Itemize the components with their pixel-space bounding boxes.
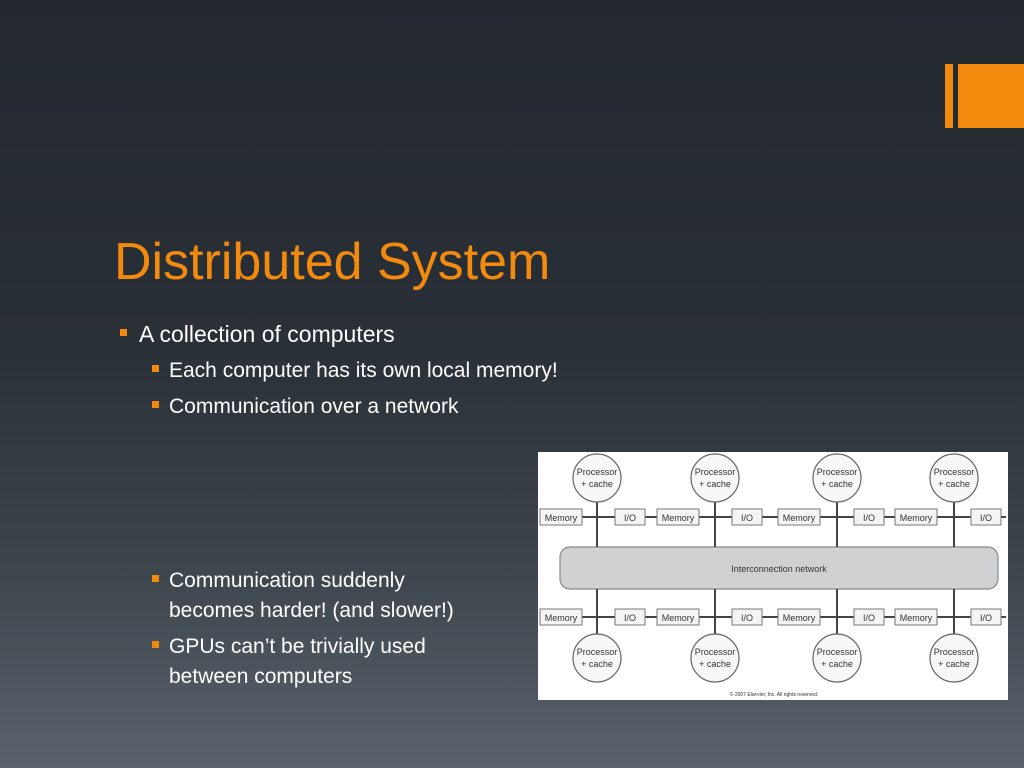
io-label: I/O (863, 613, 875, 623)
bullet-text-line1: Communication suddenly (169, 569, 405, 592)
memory-box (656, 508, 700, 526)
io-box (614, 608, 646, 626)
interconnection-network-label: Interconnection network (731, 564, 827, 574)
bullet-level2: Communication over a network (149, 392, 558, 422)
copyright-note: © 2007 Elsevier, Inc. All rights reserve… (730, 691, 818, 698)
interconnection-network-box (559, 546, 999, 590)
processor-label: + cache (938, 479, 970, 489)
bullet-level2: Each computer has its own local memory! (149, 356, 558, 386)
io-box (731, 608, 763, 626)
processor-node (929, 633, 979, 683)
memory-label: Memory (662, 513, 695, 523)
memory-box (656, 608, 700, 626)
processor-node (572, 633, 622, 683)
io-label: I/O (624, 513, 636, 523)
bullet-text: A collection of computers (139, 321, 395, 347)
io-box (614, 508, 646, 526)
processor-label: Processor (817, 647, 858, 657)
processor-label: Processor (577, 467, 618, 477)
processor-label: Processor (695, 647, 736, 657)
bullet-marker (152, 401, 159, 408)
memory-box (777, 608, 821, 626)
memory-box (894, 508, 938, 526)
io-label: I/O (741, 513, 753, 523)
bullet-marker (152, 641, 159, 648)
io-box (853, 608, 885, 626)
processor-label: Processor (934, 647, 975, 657)
processor-node (572, 453, 622, 503)
processor-label: + cache (581, 479, 613, 489)
processor-label: + cache (699, 479, 731, 489)
io-box (731, 508, 763, 526)
io-label: I/O (980, 513, 992, 523)
processor-label: + cache (938, 659, 970, 669)
bullet-marker (120, 329, 127, 336)
io-box (853, 508, 885, 526)
accent-bar-thick (958, 64, 1024, 128)
io-box (970, 508, 1002, 526)
bullet-text-line1: GPUs can’t be trivially used (169, 635, 426, 658)
processor-label: + cache (821, 479, 853, 489)
memory-label: Memory (545, 613, 578, 623)
io-label: I/O (980, 613, 992, 623)
memory-label: Memory (783, 513, 816, 523)
processor-node (690, 633, 740, 683)
processor-label: Processor (817, 467, 858, 477)
bullet-text: Communication over a network (169, 395, 459, 418)
bullet-marker (152, 365, 159, 372)
bullet-level2: GPUs can’t be trivially used between com… (149, 632, 454, 692)
bullet-text-line2: between computers (169, 665, 353, 688)
memory-label: Memory (662, 613, 695, 623)
processor-label: + cache (699, 659, 731, 669)
bullet-level2: Communication suddenly becomes harder! (… (149, 566, 454, 626)
processor-node (929, 453, 979, 503)
accent-bar-thin (945, 64, 953, 128)
memory-label: Memory (783, 613, 816, 623)
processor-node (812, 453, 862, 503)
slide-title: Distributed System (114, 233, 551, 291)
memory-label: Memory (545, 513, 578, 523)
memory-box (539, 608, 583, 626)
processor-label: Processor (577, 647, 618, 657)
bullet-level1: A collection of computers (117, 320, 558, 348)
io-label: I/O (863, 513, 875, 523)
memory-box (539, 508, 583, 526)
memory-label: Memory (900, 613, 933, 623)
io-label: I/O (624, 613, 636, 623)
processor-label: + cache (821, 659, 853, 669)
processor-label: Processor (934, 467, 975, 477)
bullet-list-bottom: Communication suddenly becomes harder! (… (149, 566, 454, 692)
processor-node (690, 453, 740, 503)
memory-box (777, 508, 821, 526)
processor-label: + cache (581, 659, 613, 669)
bullet-text-line2: becomes harder! (and slower!) (169, 599, 454, 622)
processor-label: Processor (695, 467, 736, 477)
bullet-marker (152, 575, 159, 582)
io-label: I/O (741, 613, 753, 623)
processor-node (812, 633, 862, 683)
memory-box (894, 608, 938, 626)
io-box (970, 608, 1002, 626)
bullet-list-top: A collection of computers Each computer … (117, 320, 558, 422)
bullet-text: Each computer has its own local memory! (169, 359, 558, 382)
memory-label: Memory (900, 513, 933, 523)
